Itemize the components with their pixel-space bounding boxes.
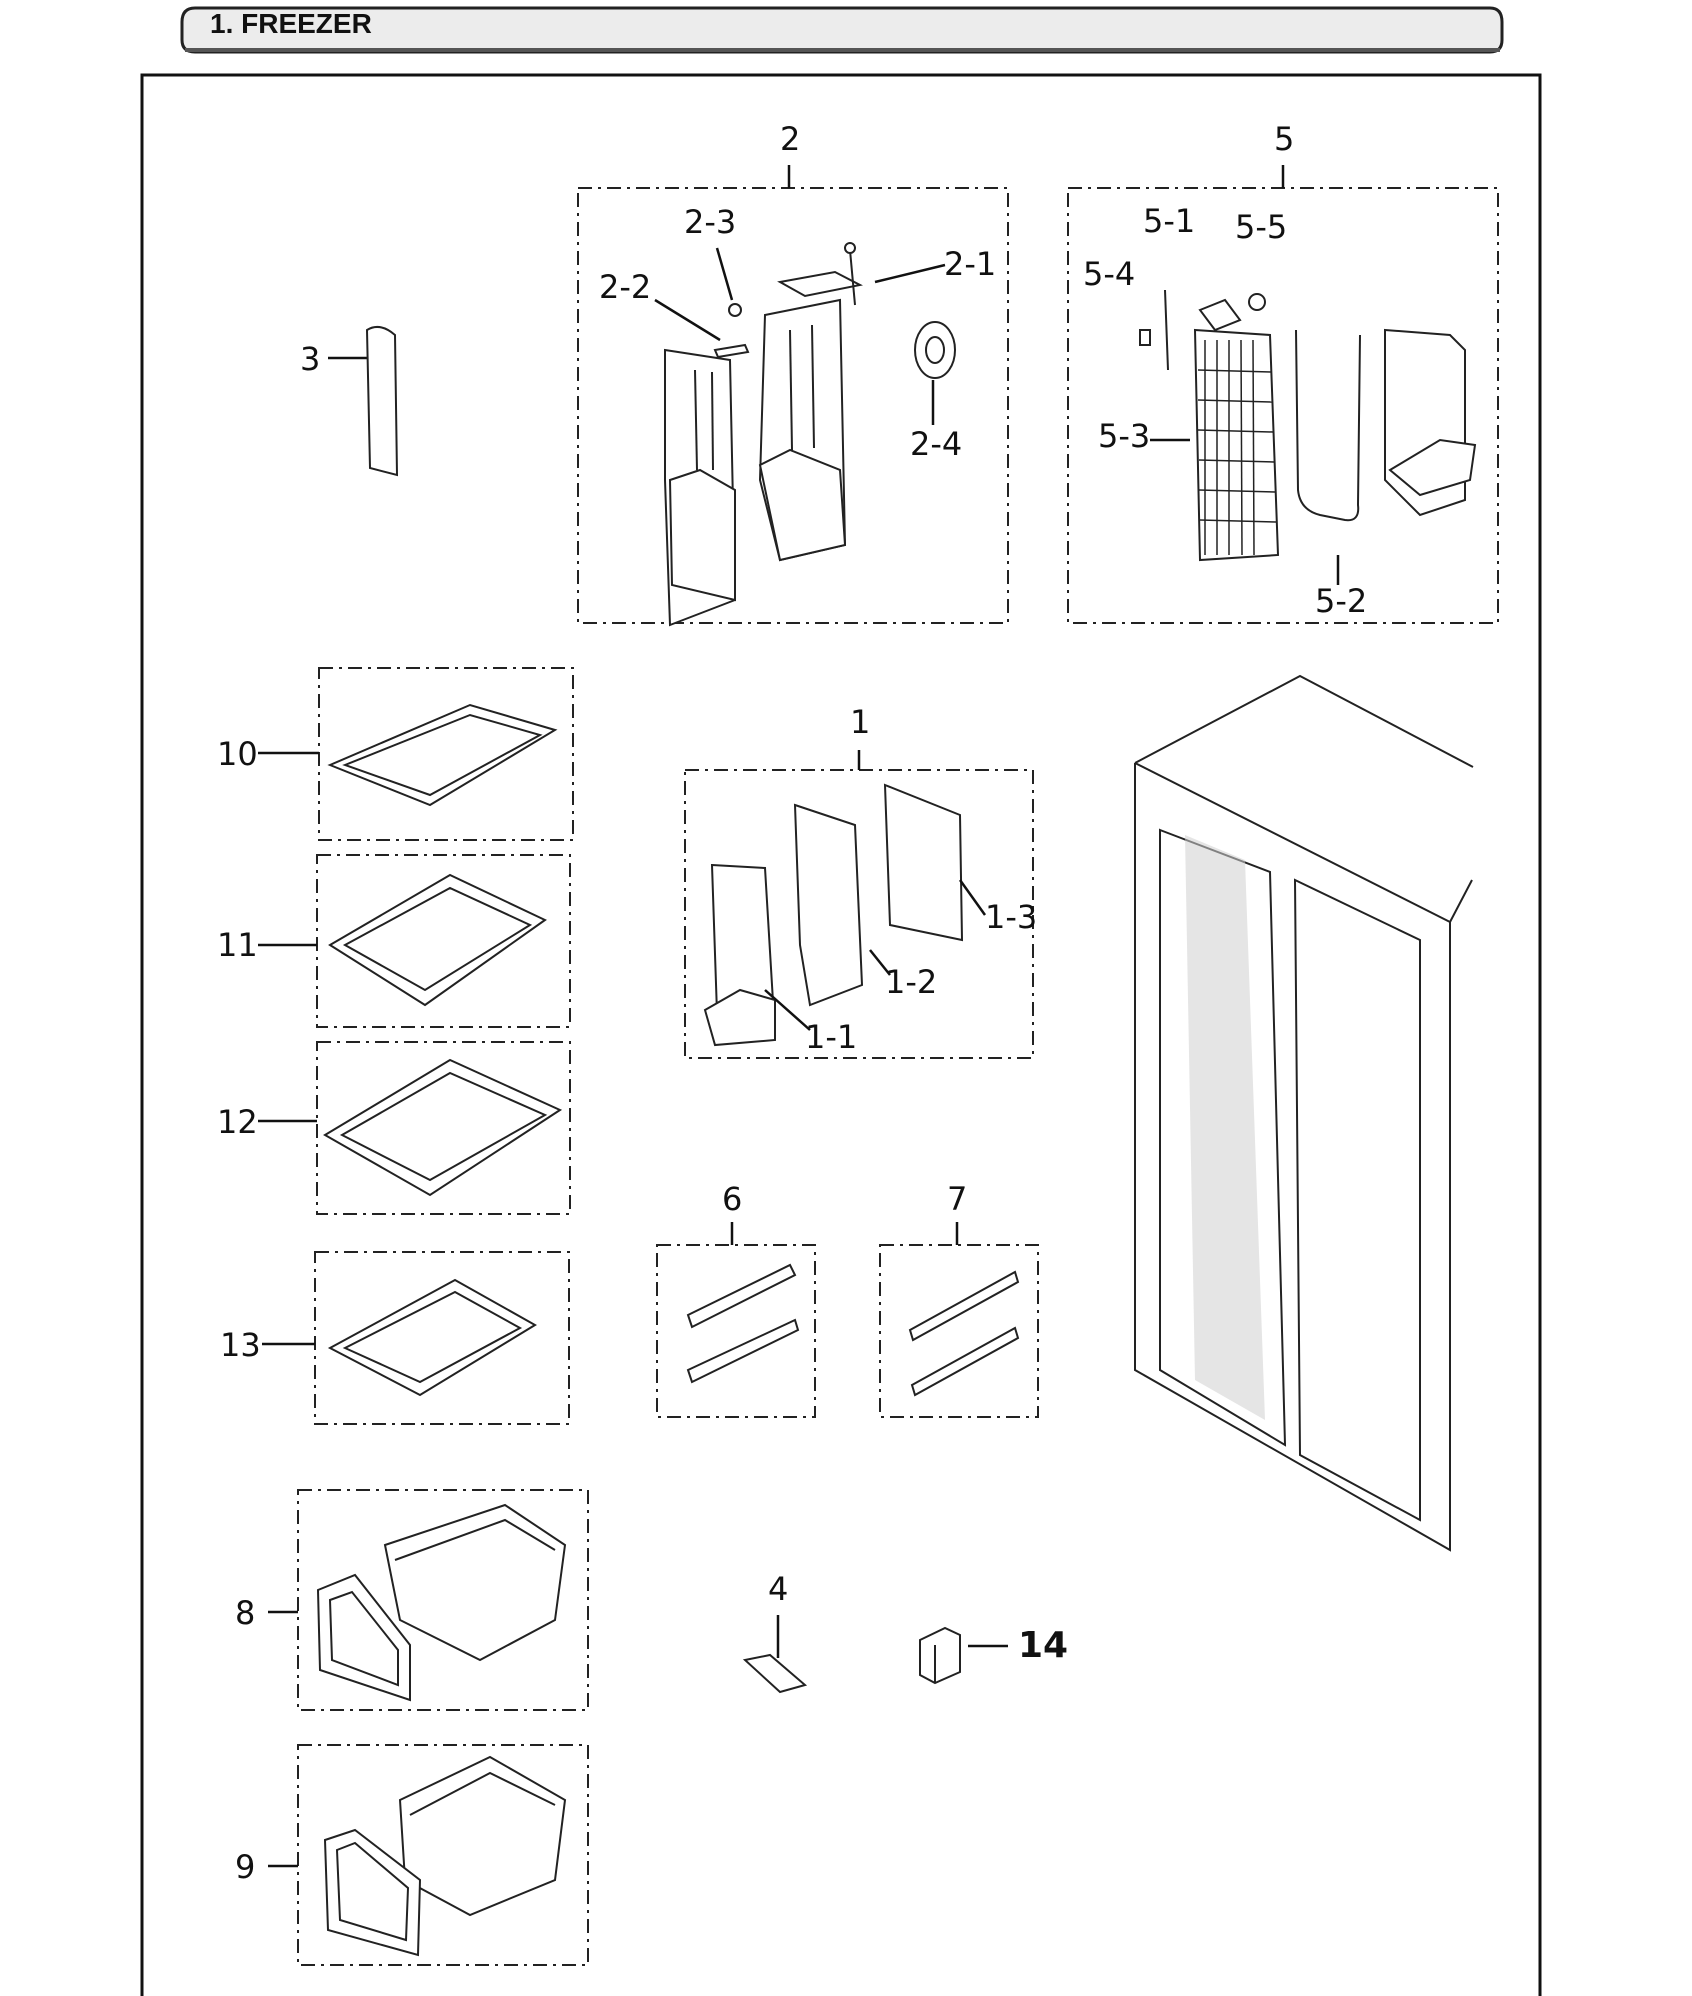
label-1-1: 1-1 [805,1018,857,1056]
label-5: 5 [1274,120,1294,158]
diagram-frame [140,73,1542,1996]
label-10: 10 [217,735,258,773]
label-2-1: 2-1 [944,245,996,283]
label-9: 9 [235,1848,255,1886]
label-6: 6 [722,1180,742,1218]
label-5-5: 5-5 [1235,208,1287,246]
label-2: 2 [780,120,800,158]
label-8: 8 [235,1594,255,1632]
part-11-shelf: 11 [217,854,571,1028]
section-title: 1. FREEZER [210,8,372,39]
label-3: 3 [300,340,320,378]
section-header: 1. FREEZER [180,6,1504,54]
part-10-shelf: 10 [217,667,574,841]
part-6-rails: 6 [656,1180,816,1418]
part-14: 14 [919,1625,1068,1685]
part-group-1: 1 1-3 1-2 1-1 [684,703,1037,1059]
label-4: 4 [768,1570,788,1608]
label-1-2: 1-2 [885,963,937,1001]
part-7-rails: 7 [879,1180,1039,1418]
part-8-drawer: 8 [235,1489,589,1711]
label-7: 7 [947,1180,967,1218]
part-3: 3 [300,325,399,477]
label-2-4: 2-4 [910,425,962,463]
refrigerator-cabinet-outline [1134,674,1474,1552]
label-5-3: 5-3 [1098,417,1150,455]
label-2-2: 2-2 [599,268,651,306]
part-12-shelf: 12 [217,1041,571,1215]
part-group-5: 5 5-1 5-5 5-4 5-3 5-2 [1067,120,1499,624]
part-group-2: 2 2-3 2-2 2-1 2-4 [577,120,1009,627]
label-14: 14 [1018,1625,1068,1666]
label-5-2: 5-2 [1315,582,1367,620]
part-13-shelf: 13 [220,1251,570,1425]
label-13: 13 [220,1326,261,1364]
label-5-4: 5-4 [1083,255,1135,293]
label-1-3: 1-3 [985,898,1037,936]
label-1: 1 [850,703,870,741]
part-9-drawer: 9 [235,1744,589,1966]
label-2-3: 2-3 [684,203,736,241]
label-12: 12 [217,1103,258,1141]
label-5-1: 5-1 [1143,202,1195,240]
part-4: 4 [742,1570,808,1694]
label-11: 11 [217,926,258,964]
